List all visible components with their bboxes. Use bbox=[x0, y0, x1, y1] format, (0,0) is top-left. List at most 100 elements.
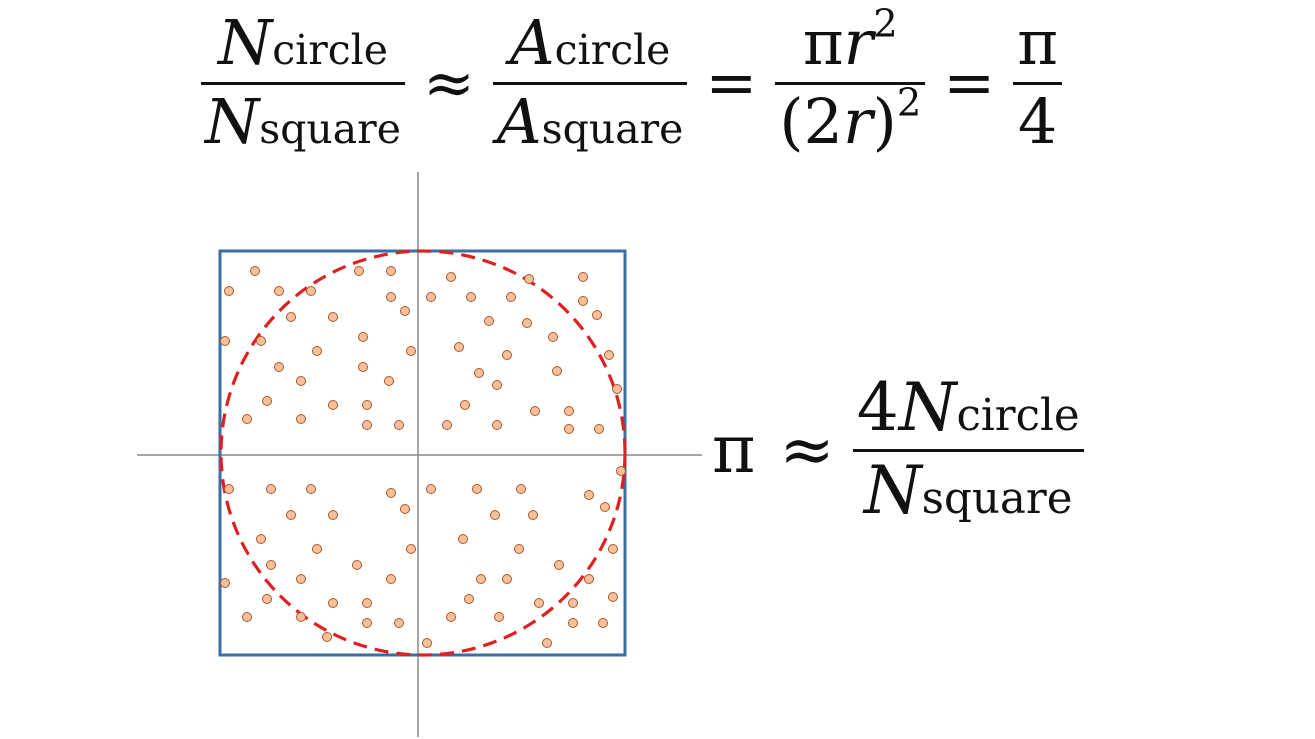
fraction-bar bbox=[201, 82, 405, 85]
sample-point bbox=[256, 336, 266, 346]
count-ratio-fraction: Ncircle Nsquare bbox=[201, 12, 405, 153]
sample-point bbox=[266, 560, 276, 570]
sample-point bbox=[242, 612, 252, 622]
sample-point bbox=[362, 420, 372, 430]
sample-point bbox=[492, 380, 502, 390]
sample-point bbox=[446, 612, 456, 622]
formula-numerator: πr2 bbox=[799, 5, 902, 82]
sample-point bbox=[522, 318, 532, 328]
sample-point bbox=[394, 420, 404, 430]
sample-point bbox=[502, 574, 512, 584]
fraction-bar bbox=[852, 449, 1084, 452]
pi-numerator: π bbox=[1017, 6, 1058, 79]
pi-estimate-denominator: Nsquare bbox=[860, 452, 1077, 524]
sample-point bbox=[490, 510, 500, 520]
sample-point bbox=[548, 332, 558, 342]
sample-point bbox=[492, 420, 502, 430]
sample-point bbox=[542, 638, 552, 648]
sample-point bbox=[386, 574, 396, 584]
sample-point bbox=[328, 400, 338, 410]
sample-point bbox=[386, 266, 396, 276]
sample-point bbox=[266, 484, 276, 494]
symbol-N: N bbox=[863, 452, 922, 529]
sample-point bbox=[224, 484, 234, 494]
pi-over-four-fraction: π 4 bbox=[1013, 12, 1062, 153]
sample-point bbox=[594, 424, 604, 434]
sample-point bbox=[306, 484, 316, 494]
sample-point bbox=[220, 578, 230, 588]
sample-point bbox=[358, 332, 368, 342]
sample-point bbox=[564, 406, 574, 416]
pi-estimate-fraction: 4Ncircle Nsquare bbox=[852, 375, 1084, 524]
inscribed-circle bbox=[219, 249, 627, 657]
sample-point bbox=[476, 574, 486, 584]
symbol-A: A bbox=[509, 6, 555, 79]
sample-point bbox=[286, 510, 296, 520]
sample-point bbox=[458, 534, 468, 544]
equals-operator: = bbox=[943, 45, 996, 119]
sample-point bbox=[442, 420, 452, 430]
symbol-pi: π bbox=[802, 6, 844, 79]
sample-point bbox=[358, 362, 368, 372]
sample-point bbox=[400, 306, 410, 316]
sample-point bbox=[474, 368, 484, 378]
sample-point bbox=[600, 502, 610, 512]
symbol-N: N bbox=[898, 369, 957, 446]
sample-point bbox=[598, 618, 608, 628]
sample-point bbox=[386, 292, 396, 302]
sample-point bbox=[274, 286, 284, 296]
sample-point bbox=[460, 400, 470, 410]
sample-point bbox=[306, 286, 316, 296]
symbol-N: N bbox=[205, 85, 260, 158]
sample-point bbox=[386, 488, 396, 498]
four-denominator: 4 bbox=[1017, 85, 1058, 158]
sample-point bbox=[362, 618, 372, 628]
formula-denominator: (2r)2 bbox=[775, 84, 925, 153]
subscript-circle: circle bbox=[554, 26, 671, 74]
sample-point bbox=[466, 292, 476, 302]
sample-point bbox=[568, 598, 578, 608]
sample-point bbox=[328, 312, 338, 322]
sample-point bbox=[224, 286, 234, 296]
symbol-A: A bbox=[496, 85, 542, 158]
sample-point bbox=[524, 274, 534, 284]
area-ratio-denominator: Asquare bbox=[493, 85, 687, 153]
subscript-square: square bbox=[259, 105, 401, 153]
sample-point bbox=[262, 396, 272, 406]
sample-point bbox=[426, 292, 436, 302]
sample-point bbox=[322, 632, 332, 642]
sample-point bbox=[564, 424, 574, 434]
symbol-N: N bbox=[217, 6, 273, 79]
sample-point bbox=[592, 310, 602, 320]
sample-point bbox=[484, 316, 494, 326]
equals-operator: = bbox=[705, 45, 758, 119]
sample-point bbox=[554, 560, 564, 570]
sample-point bbox=[528, 510, 538, 520]
sample-point bbox=[406, 346, 416, 356]
sample-point bbox=[494, 612, 504, 622]
subscript-square: square bbox=[541, 105, 684, 153]
sample-point bbox=[352, 560, 362, 570]
subscript-circle: circle bbox=[272, 26, 388, 74]
sample-point bbox=[262, 594, 272, 604]
sample-point bbox=[422, 638, 432, 648]
sample-point bbox=[274, 362, 284, 372]
sample-point bbox=[472, 484, 482, 494]
sample-point bbox=[296, 376, 306, 386]
sample-point bbox=[220, 336, 230, 346]
sample-point bbox=[446, 272, 456, 282]
sample-point bbox=[502, 350, 512, 360]
sample-point bbox=[312, 544, 322, 554]
sample-point bbox=[578, 296, 588, 306]
sample-points bbox=[220, 266, 626, 648]
pi-estimate-equation: π ≈ 4Ncircle Nsquare bbox=[712, 375, 1090, 524]
coefficient-four: 4 bbox=[856, 369, 899, 446]
subscript-square: square bbox=[921, 474, 1073, 524]
sample-point bbox=[256, 534, 266, 544]
sample-point bbox=[406, 544, 416, 554]
symbol-r: r bbox=[843, 6, 874, 79]
sample-point bbox=[296, 574, 306, 584]
symbol-r: r bbox=[842, 85, 873, 158]
sample-point bbox=[328, 510, 338, 520]
